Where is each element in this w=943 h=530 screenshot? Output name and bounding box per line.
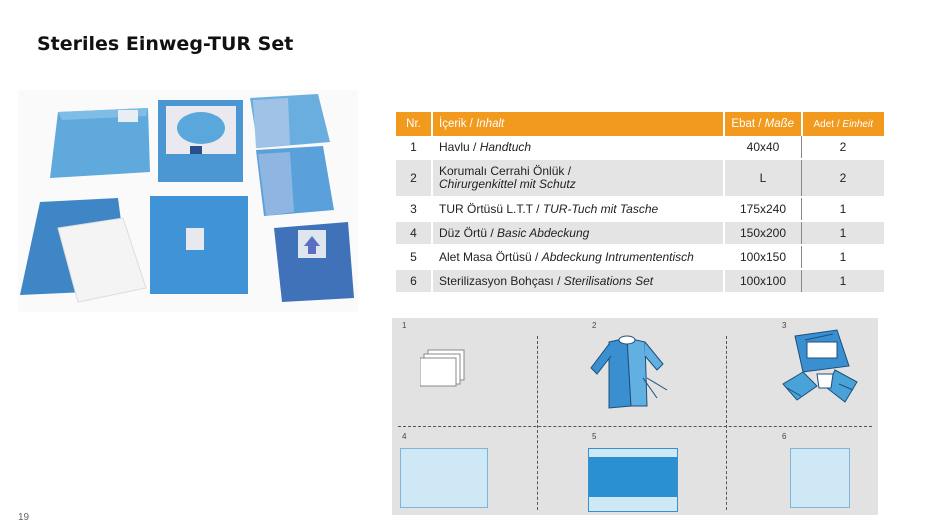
cell-number: 5 xyxy=(592,432,597,441)
row-qty: 2 xyxy=(801,159,886,198)
row-nr: 5 xyxy=(396,245,433,270)
tur-drape-icon xyxy=(777,326,867,421)
table-row: 3 TUR Örtüsü L.T.T / TUR-Tuch mit Tasche… xyxy=(396,197,886,222)
row-size: 175x240 xyxy=(723,197,802,222)
divider xyxy=(537,336,538,428)
row-content: Düz Örtü / Basic Abdeckung xyxy=(432,221,725,246)
row-qty: 1 xyxy=(801,245,886,270)
row-nr: 4 xyxy=(396,221,433,246)
table-header: Nr. İçerik / Inhalt Ebat / Maße Adet / E… xyxy=(396,112,886,136)
table-row: 4 Düz Örtü / Basic Abdeckung 150x200 1 xyxy=(396,221,886,246)
header-content: İçerik / Inhalt xyxy=(432,112,725,136)
row-size: 100x100 xyxy=(723,269,802,294)
cell-number: 4 xyxy=(402,432,407,441)
divider xyxy=(537,430,538,510)
row-size: 150x200 xyxy=(723,221,802,246)
divider xyxy=(726,430,727,510)
cell-number: 3 xyxy=(782,321,787,330)
row-size: 100x150 xyxy=(723,245,802,270)
cell-number: 6 xyxy=(782,432,787,441)
row-nr: 2 xyxy=(396,159,433,198)
row-content: Sterilizasyon Bohçası / Sterilisations S… xyxy=(432,269,725,294)
page-title: Steriles Einweg-TUR Set xyxy=(37,33,294,55)
table-row: 2 Korumalı Cerrahi Önlük /Chirurgenkitte… xyxy=(396,159,886,198)
row-size: L xyxy=(723,159,802,198)
row-nr: 1 xyxy=(396,136,433,160)
contents-table: Nr. İçerik / Inhalt Ebat / Maße Adet / E… xyxy=(396,112,886,294)
row-qty: 1 xyxy=(801,221,886,246)
cell-number: 1 xyxy=(402,321,407,330)
row-nr: 3 xyxy=(396,197,433,222)
header-nr: Nr. xyxy=(396,112,433,136)
table-cover-icon xyxy=(588,448,678,512)
surgical-gown-icon xyxy=(587,328,677,417)
wrap-icon xyxy=(790,448,850,508)
row-content: Havlu / Handtuch xyxy=(432,136,725,160)
row-nr: 6 xyxy=(396,269,433,294)
row-content: TUR Örtüsü L.T.T / TUR-Tuch mit Tasche xyxy=(432,197,725,222)
divider xyxy=(398,426,872,427)
row-qty: 2 xyxy=(801,136,886,160)
header-qty: Adet / Einheit xyxy=(801,112,886,136)
row-size: 40x40 xyxy=(723,136,802,160)
row-content: Alet Masa Örtüsü / Abdeckung Intrumenten… xyxy=(432,245,725,270)
table-row: 6 Sterilizasyon Bohçası / Sterilisations… xyxy=(396,269,886,294)
divider xyxy=(726,336,727,428)
row-content: Korumalı Cerrahi Önlük /Chirurgenkittel … xyxy=(432,159,725,198)
cell-number: 2 xyxy=(592,321,597,330)
product-photo xyxy=(18,90,358,312)
table-row: 1 Havlu / Handtuch 40x40 2 xyxy=(396,136,886,160)
towel-stack-icon xyxy=(419,348,466,393)
row-qty: 1 xyxy=(801,197,886,222)
header-size: Ebat / Maße xyxy=(724,112,803,136)
row-qty: 1 xyxy=(801,269,886,294)
items-diagram: 1 2 3 4 5 xyxy=(392,318,878,515)
basic-drape-icon xyxy=(400,448,488,508)
table-row: 5 Alet Masa Örtüsü / Abdeckung Intrument… xyxy=(396,245,886,270)
page-number: 19 xyxy=(18,512,30,523)
